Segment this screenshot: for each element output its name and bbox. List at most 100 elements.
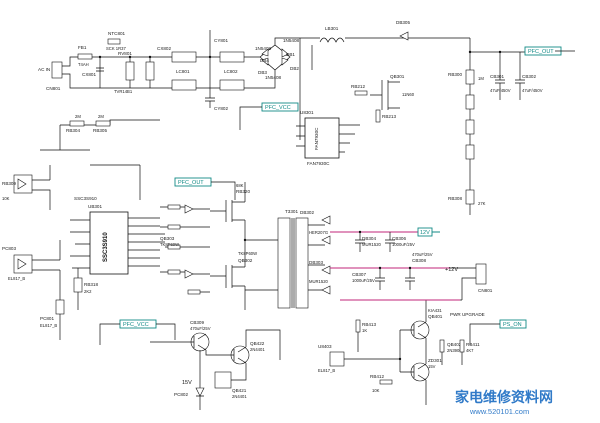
main-controller: UB301 SSC3S910 SSC3S910 RB318 2K2 <box>70 196 165 310</box>
ac-connector-ref: CN801 <box>46 86 61 91</box>
bridge-diode-label-tl: 1N5408 <box>255 46 272 51</box>
pc802-ref: QB421 <box>232 388 247 393</box>
output-diode-2 <box>321 235 331 245</box>
left-control-section: RB304 2M RB305 2M RB309 10K PC803 EL817_… <box>2 114 160 340</box>
pfc-mosfet-ref: QB301 <box>390 74 405 79</box>
common-mode-choke-1 <box>171 51 197 63</box>
bridge-db3: DB3 <box>258 70 267 75</box>
qb303-val: TK8P60W <box>238 251 257 256</box>
output-connector-ref: CN801 <box>478 288 493 293</box>
qb421-val: 2N4401 <box>250 347 265 352</box>
rb411 <box>439 339 445 353</box>
gate-r1 <box>167 204 181 210</box>
cb302-val: 47uF/450V <box>522 88 543 93</box>
output-connector-label: PWR UPGRADE <box>450 312 485 317</box>
main-ic-part: SSC3S910 <box>103 232 109 262</box>
db304-ref: DB303 <box>309 260 323 265</box>
input-filter-section: AC IN CN801 FB1 T4AH NTC801 SCK 1R37 CX8… <box>38 30 245 111</box>
u8403-val: EL817_B <box>318 368 335 373</box>
cx802-ref: CX802 <box>157 46 171 51</box>
opto-led-2 <box>17 258 27 270</box>
qb422-val: 470uF/25V <box>190 326 211 331</box>
pfc-controller-ic <box>304 117 340 159</box>
secondary-output: DB302 HER207G DB303 MUR1520 12V DB304 MU… <box>300 210 493 317</box>
pfc-mosfet-val: 11N60 <box>402 92 415 97</box>
pfc-ic-part: FAN7930C <box>314 127 319 150</box>
junction-dots <box>98 50 502 361</box>
x-capacitor <box>145 61 155 81</box>
cy801-ref: CY801 <box>214 38 228 43</box>
rv801-val: TVR14B1 <box>114 89 133 94</box>
pfc-out-mid-flag-text: PFC_OUT <box>178 180 204 186</box>
qb302-val: 68K <box>236 183 244 188</box>
rb314 <box>55 299 65 315</box>
ntc-val: SCK 1R37 <box>106 46 126 51</box>
rb308-ref: RB308 <box>448 196 462 201</box>
rv801-ref: RV801 <box>118 51 132 56</box>
u8403-ref: U8403 <box>318 344 332 349</box>
opto-pc802 <box>214 371 232 389</box>
gate-diode-1 <box>184 204 194 214</box>
pfc-boost-diode <box>399 31 409 41</box>
cb306-ref: DB304 <box>362 236 376 241</box>
cx801-ref: CX801 <box>82 72 96 77</box>
divider-r3 <box>465 119 475 135</box>
varistor <box>125 61 135 81</box>
pfc-ic-ref: U8301 <box>300 110 314 115</box>
db303-ref: DB302 <box>300 210 314 215</box>
qb401-val: 15V <box>428 364 436 369</box>
ac-input-connector <box>51 61 63 79</box>
rb320-ref: RB318 <box>84 282 98 287</box>
pfc-out-flag-text: PFC_OUT <box>528 49 554 55</box>
rb213 <box>375 109 381 123</box>
fuse <box>77 53 93 60</box>
main-ic-part-2: SSC3S910 <box>74 196 97 201</box>
cb309-ref: CB308 <box>412 258 426 263</box>
pfc-coil-ref: LB301 <box>325 26 339 31</box>
rb411-val: 2N3906 <box>447 348 462 353</box>
plus-12v-label: +12V <box>445 267 458 273</box>
pc801-val: EL817_B <box>8 276 25 281</box>
cb306-val: MUR1520 <box>362 242 382 247</box>
db302-ref: QB303 <box>160 236 175 241</box>
cb308-ref: CB307 <box>352 272 366 277</box>
pfc-stage: LB301 QB301 11N60 DB305 RB212 RB213 U830… <box>296 20 575 215</box>
bridge-db2: DB2 <box>290 66 299 71</box>
qb422-ref: CB309 <box>190 320 204 325</box>
v15-label: 15V <box>182 380 192 386</box>
rb308-val: 27K <box>478 201 486 206</box>
fuse-value: T4AH <box>78 62 89 67</box>
transformer-primary <box>277 217 291 309</box>
rb412 <box>459 339 465 353</box>
db304-val: MUR1520 <box>309 279 329 284</box>
bridge-diode-label-bl: 1N5408 <box>265 75 282 80</box>
qb402-val: KIA431 <box>428 308 442 313</box>
db305-ref: DB305 <box>396 20 410 25</box>
ps-on-flag-text: PS_ON <box>503 322 522 328</box>
qb302-ref: RB320 <box>236 189 250 194</box>
rb414-val: 1K <box>362 328 367 333</box>
cb307-val: 1000uF/25V <box>392 242 415 247</box>
pfc-vcc-bottom-flag-text: PFC_VCC <box>123 322 149 328</box>
gate-diode-2 <box>184 269 194 279</box>
output-diode-1 <box>321 215 331 225</box>
lc801-ref: LC801 <box>176 69 190 74</box>
db303-val: HER207G <box>309 230 328 235</box>
divider-r1 <box>465 69 475 85</box>
lc802-ref: LC802 <box>224 69 238 74</box>
opto-led <box>17 178 27 190</box>
cb309-val: 470uF/25V <box>412 252 433 257</box>
site-watermark: 家电维修资料网 www.520101.com <box>455 389 553 416</box>
main-ic-ref: UB301 <box>88 204 102 209</box>
fuse-ref: FB1 <box>78 45 87 50</box>
rb305 <box>95 120 111 127</box>
common-mode-choke-2b <box>219 79 245 91</box>
qb421-ref: QB422 <box>250 341 265 346</box>
rb300-ref: RB300 <box>448 72 462 77</box>
gate-drive-network: QB303 TK8P60W <box>160 204 210 295</box>
rb412-ref: RB411 <box>466 342 480 347</box>
vcc-12v-flag-text: 12V <box>420 230 430 236</box>
pc803-ref: RB309 <box>2 181 16 186</box>
bridge-diode-1 <box>261 48 269 57</box>
